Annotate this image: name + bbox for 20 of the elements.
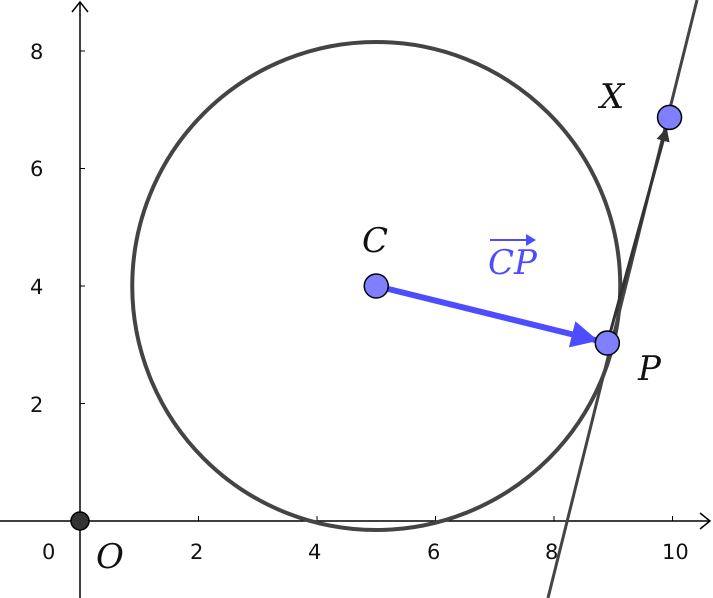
tick-label: 4 (30, 275, 44, 299)
tick-label: 6 (30, 157, 44, 181)
vector-arrow (609, 128, 670, 332)
tick-label: 2 (190, 540, 204, 564)
point-marker (364, 273, 389, 299)
tick-label: 4 (308, 540, 322, 564)
tick-label: 2 (30, 393, 44, 417)
point-label: O (96, 538, 124, 576)
point-label: X (600, 78, 624, 116)
tick-label: 10 (662, 540, 689, 564)
point-label: C (362, 222, 388, 260)
tick-label: 0 (42, 540, 56, 564)
tick-label: 8 (30, 40, 44, 64)
tick-label: 8 (545, 540, 558, 564)
point-label: P (638, 350, 661, 388)
point-marker (70, 511, 90, 531)
vector-arrow (387, 286, 598, 348)
point-marker (594, 330, 620, 356)
tick-label: 6 (427, 540, 440, 564)
point-marker (656, 104, 682, 130)
